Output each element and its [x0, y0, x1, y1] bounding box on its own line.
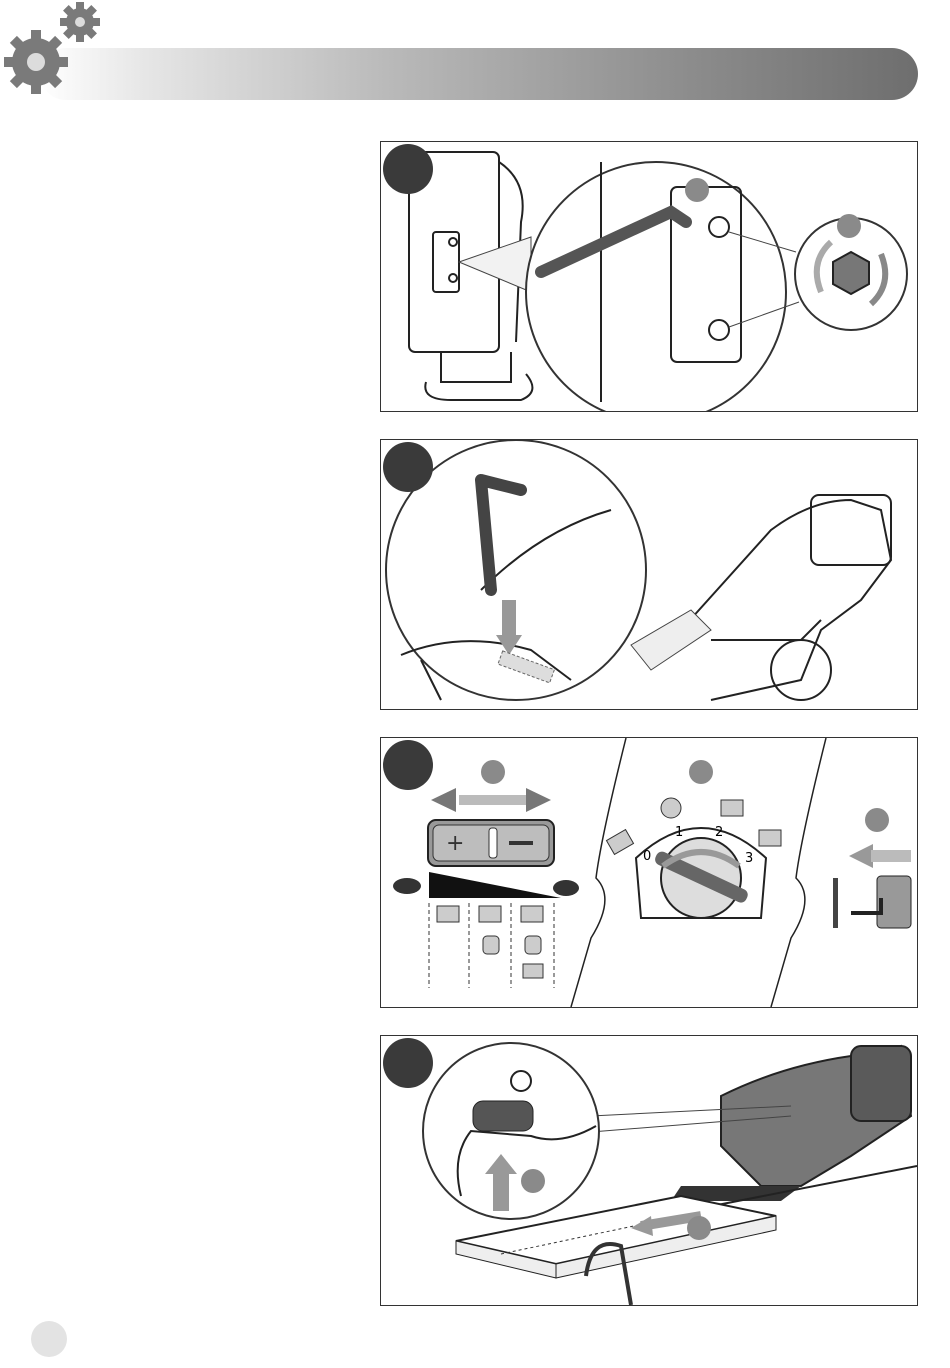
dial-mark-2: 2 [715, 825, 723, 840]
turtle-icon [553, 880, 579, 896]
page-number-marker [31, 1321, 67, 1357]
step-panel-2 [380, 439, 918, 710]
dial-mark-0: 0 [643, 849, 651, 864]
step-number-badge [383, 442, 433, 492]
step-number-badge [383, 1038, 433, 1088]
dial-mark-3: 3 [745, 851, 753, 866]
step-panel-3: + 0 1 2 3 [380, 737, 918, 1008]
cutting-illustration [381, 1036, 917, 1305]
step-panel-4 [380, 1035, 918, 1306]
dial-mark-1: 1 [675, 825, 683, 840]
rabbit-icon [393, 878, 421, 894]
gears-icon [0, 0, 110, 105]
hex-key-storage-illustration [381, 440, 917, 709]
section-header-bar [40, 48, 918, 100]
svg-text:+: + [446, 831, 464, 856]
orbital-selector-illustration: + 0 1 2 3 [381, 738, 917, 1007]
step-number-badge [383, 144, 433, 194]
step-number-badge [383, 740, 433, 790]
blade-guide-illustration [381, 142, 917, 411]
step-panel-1 [380, 141, 918, 412]
